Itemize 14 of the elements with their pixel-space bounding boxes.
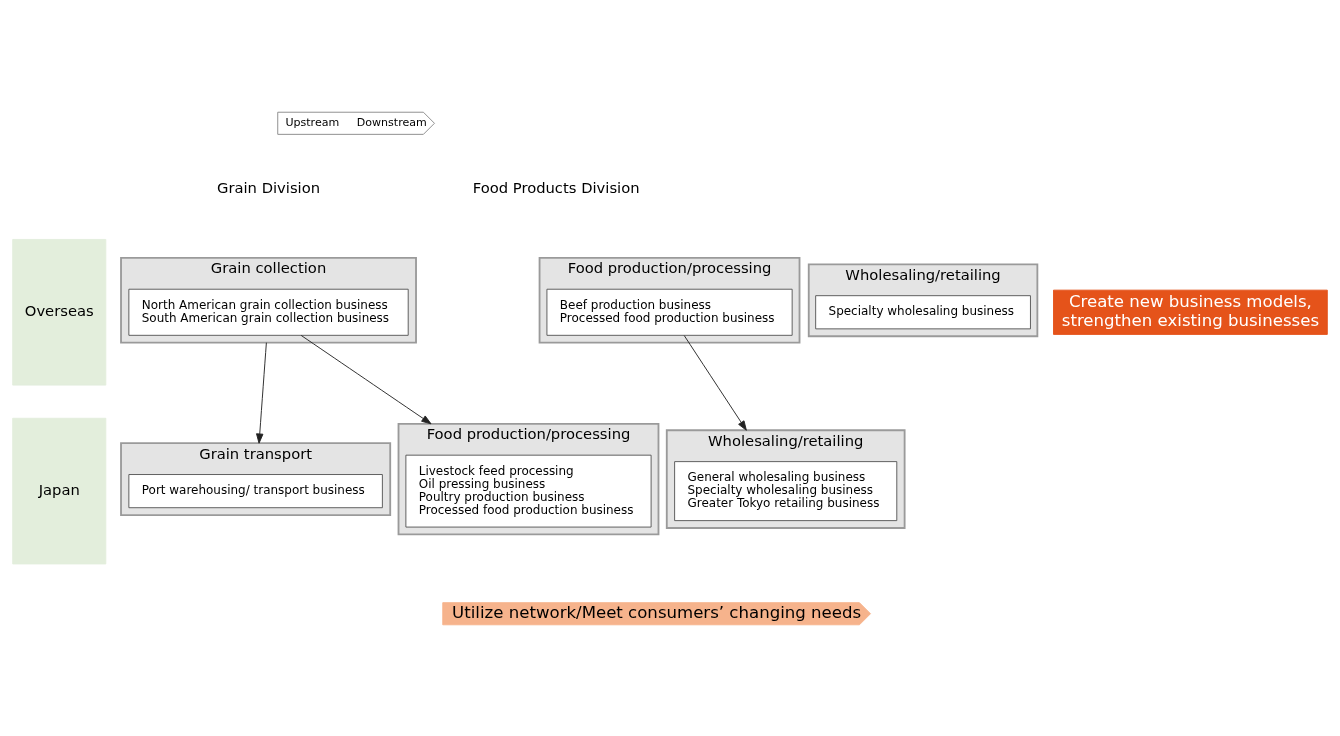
label: Grain Division (216, 178, 321, 196)
node-box: Japan (12, 417, 107, 564)
node-box: Beef production business Processed food production business (546, 288, 793, 336)
arrow (683, 334, 747, 431)
node-box: Overseas (12, 238, 107, 386)
node-box: Livestock feed processing Oil pressing business Poultry production business Processed food production business (405, 454, 652, 527)
node-box: North American grain collection business South American grain collection business (128, 288, 409, 336)
label: Food Products Division (472, 178, 640, 196)
node-box: Specialty wholesaling business (815, 294, 1031, 329)
node-box: Port warehousing/ transport business (128, 473, 383, 508)
node-box: Create new business models, strengthen existing businesses (1053, 289, 1328, 335)
node-box: General wholesaling business Specialty wholesaling business Greater Tokyo retailing business (674, 460, 898, 521)
arrow (300, 334, 432, 424)
arrow (256, 341, 267, 444)
